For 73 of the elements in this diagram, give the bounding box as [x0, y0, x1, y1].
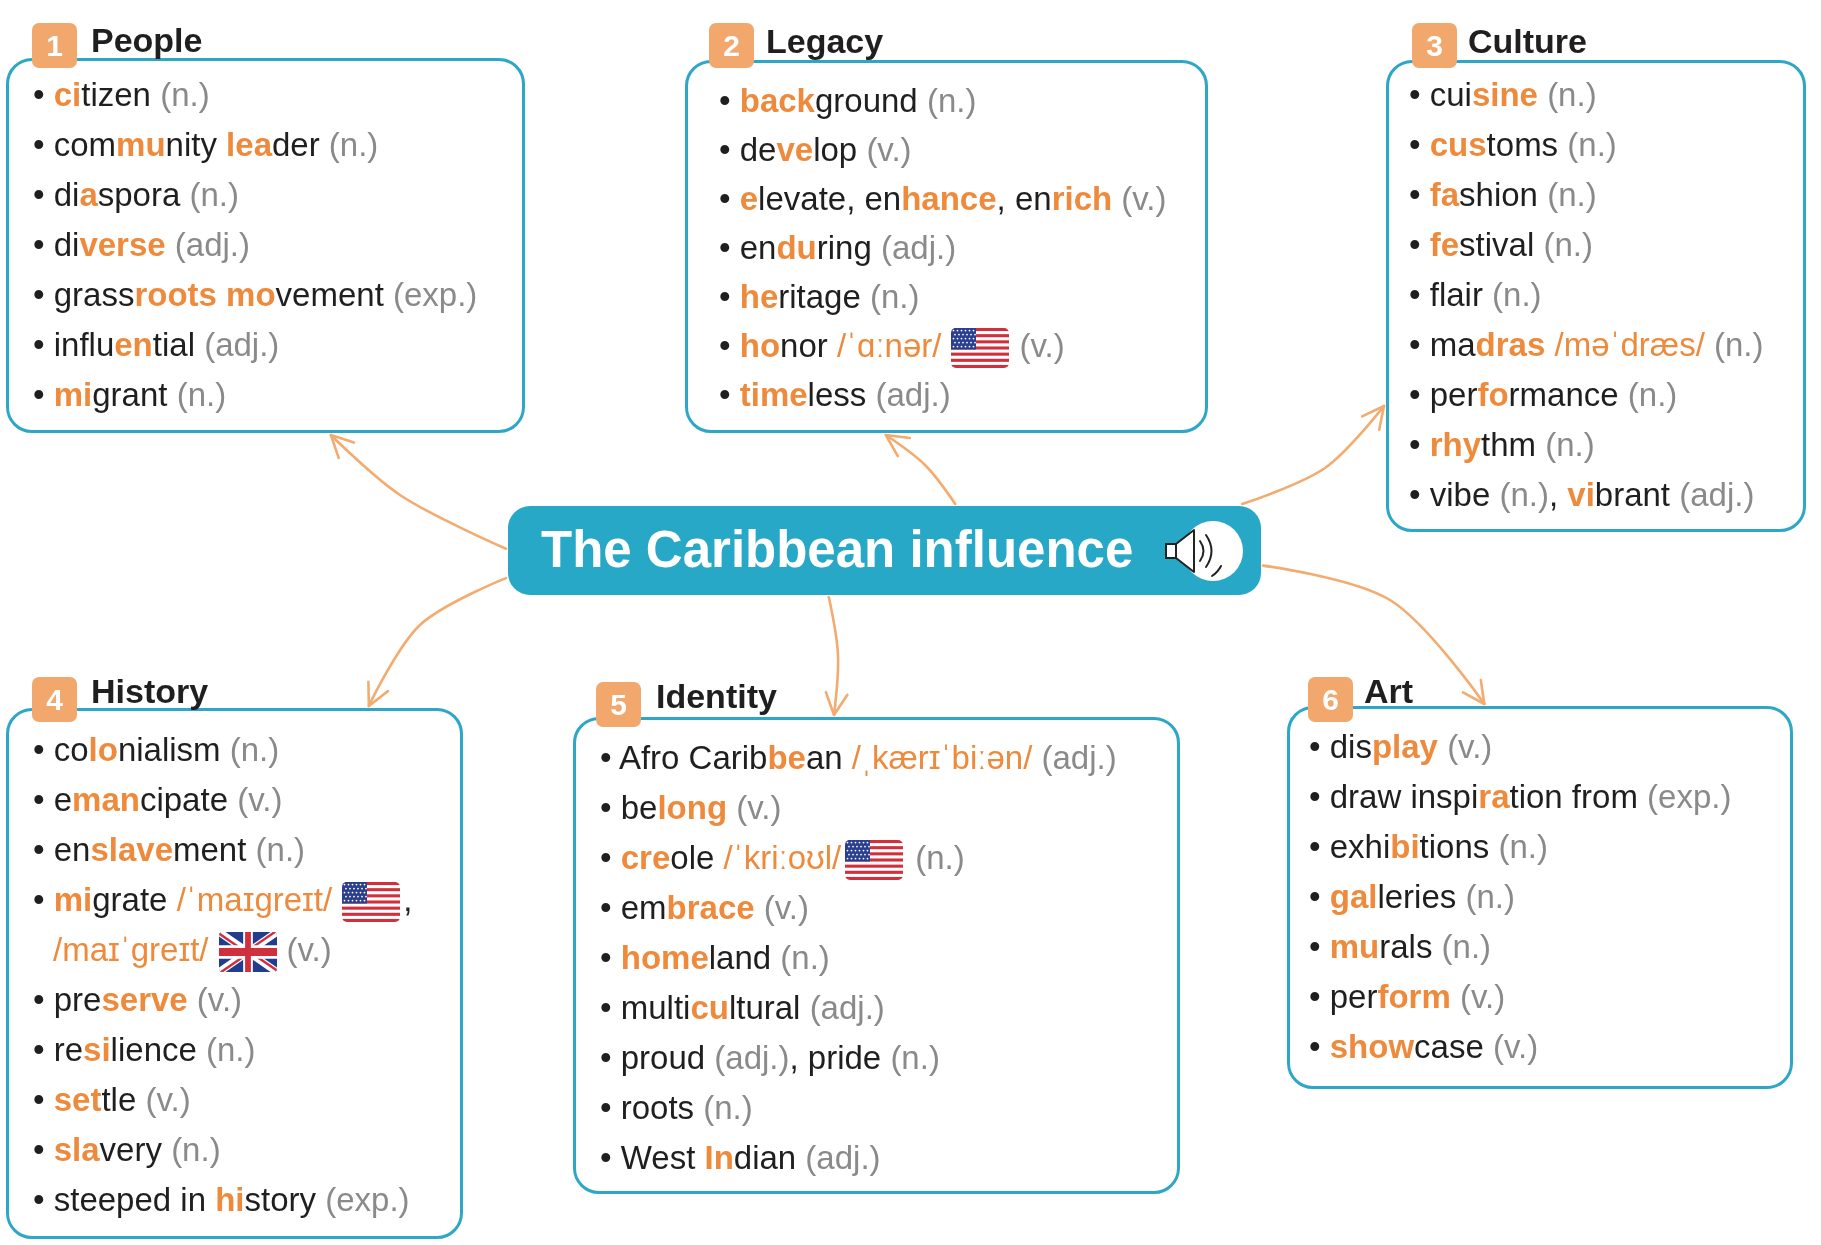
number-badge: 5 — [596, 682, 641, 727]
section-heading: Identity — [656, 676, 777, 716]
vocabulary-item: • background (n.) — [719, 81, 977, 121]
vocabulary-item: • citizen (n.) — [33, 75, 210, 115]
curved-arrow — [1240, 404, 1386, 506]
vocabulary-item: • showcase (v.) — [1309, 1027, 1539, 1067]
vocabulary-item: • exhibitions (n.) — [1309, 827, 1548, 867]
vocabulary-item: • customs (n.) — [1409, 125, 1617, 165]
vocabulary-item: • heritage (n.) — [719, 277, 920, 317]
vocabulary-item: • galleries (n.) — [1309, 877, 1515, 917]
vocabulary-item: • migrant (n.) — [33, 375, 227, 415]
word-class: (v.) — [1019, 327, 1065, 364]
vocabulary-item: • murals (n.) — [1309, 927, 1492, 967]
vocabulary-item: • develop (v.) — [719, 130, 912, 170]
vocabulary-item: • preserve (v.) — [33, 980, 243, 1020]
vocabulary-item: • multicultural (adj.) — [600, 988, 885, 1028]
number-badge: 2 — [709, 23, 754, 68]
vocabulary-item: • slavery (n.) — [33, 1130, 221, 1170]
vocabulary-item: • West Indian (adj.) — [600, 1138, 881, 1178]
number-badge: 1 — [32, 23, 77, 68]
vocabulary-item: • enslavement (n.) — [33, 830, 306, 870]
vocabulary-item: • influential (adj.) — [33, 325, 280, 365]
section-heading: Legacy — [766, 21, 884, 61]
vocabulary-item: • homeland (n.) — [600, 938, 830, 978]
vocabulary-item: • settle (v.) — [33, 1080, 191, 1120]
vocabulary-item: • honor /ˈɑːnər/ — [719, 327, 942, 364]
vocabulary-item: • grassroots movement (exp.) — [33, 275, 478, 315]
vocabulary-item: • diaspora (n.) — [33, 175, 239, 215]
word-class: (n.) — [915, 839, 965, 876]
pronunciation: /maɪˈgreɪt/ — [53, 931, 209, 968]
comma: , — [403, 881, 413, 918]
number-badge: 6 — [1308, 677, 1353, 722]
vocabulary-item: • belong (v.) — [600, 788, 782, 828]
word-class: (v.) — [286, 931, 332, 968]
number-badge: 3 — [1412, 23, 1457, 68]
vocabulary-item: • display (v.) — [1309, 727, 1493, 767]
vocabulary-item: • cuisine (n.) — [1409, 75, 1597, 115]
curved-arrow — [1261, 564, 1486, 706]
vocabulary-item: • timeless (adj.) — [719, 375, 951, 415]
vocabulary-item: • vibe (n.), vibrant (adj.) — [1409, 475, 1755, 515]
vocabulary-item: • creole /ˈkriːoʊl/ — [600, 839, 842, 876]
curved-arrow — [884, 433, 957, 506]
vocabulary-item: • proud (adj.), pride (n.) — [600, 1038, 940, 1078]
vocabulary-item: • madras /məˈdræs/ (n.) — [1409, 325, 1764, 365]
vocabulary-item: • migrate /ˈmaɪgreɪt/ — [33, 881, 333, 918]
vocabulary-item: • Afro Caribbean /ˌkærɪˈbiːən/ (adj.) — [600, 738, 1117, 778]
vocabulary-item: • rhythm (n.) — [1409, 425, 1595, 465]
vocabulary-item: • draw inspiration from (exp.) — [1309, 777, 1732, 817]
vocabulary-item: • colonialism (n.) — [33, 730, 280, 770]
vocabulary-item: • festival (n.) — [1409, 225, 1593, 265]
vocabulary-item: • community leader (n.) — [33, 125, 379, 165]
vocabulary-item: • performance (n.) — [1409, 375, 1678, 415]
vocabulary-item: • diverse (adj.) — [33, 225, 251, 265]
vocabulary-item: • perform (v.) — [1309, 977, 1506, 1017]
vocabulary-item: • roots (n.) — [600, 1088, 753, 1128]
curved-arrow — [824, 595, 849, 717]
curved-arrow — [367, 576, 508, 708]
title-banner — [508, 506, 1261, 595]
vocabulary-item: • emancipate (v.) — [33, 780, 283, 820]
vocabulary-item: • flair (n.) — [1409, 275, 1542, 315]
section-heading: Culture — [1468, 21, 1587, 61]
title-text: The Caribbean influence — [541, 521, 1134, 579]
section-heading: Art — [1364, 671, 1414, 711]
vocabulary-item: • resilience (n.) — [33, 1030, 256, 1070]
vocabulary-item: • fashion (n.) — [1409, 175, 1597, 215]
vocabulary-item: • embrace (v.) — [600, 888, 809, 928]
number-badge: 4 — [32, 677, 77, 722]
section-heading: History — [91, 671, 209, 711]
curved-arrow — [329, 433, 508, 550]
vocabulary-item: • steeped in history (exp.) — [33, 1180, 410, 1220]
vocabulary-item: • enduring (adj.) — [719, 228, 957, 268]
vocabulary-item: • elevate, enhance, enrich (v.) — [719, 179, 1167, 219]
section-heading: People — [91, 20, 203, 60]
